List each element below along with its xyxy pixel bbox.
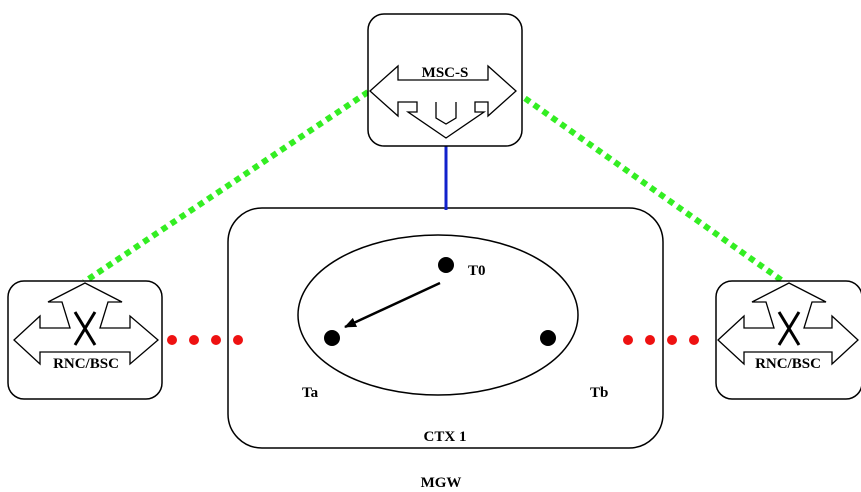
msc-s-switch-icon <box>369 64 517 139</box>
rnc-bsc-left-cross-icon <box>73 311 97 346</box>
bearer-link-right <box>623 335 699 345</box>
stream-arrow <box>344 281 441 329</box>
termination-ta-dot <box>324 330 340 346</box>
msc-s-label: MSC-S <box>422 65 469 81</box>
termination-t0-dot <box>438 257 454 273</box>
bearer-link-left <box>167 335 243 345</box>
signaling-link-left <box>82 89 370 285</box>
mgw-label: MGW <box>421 475 462 491</box>
rnc-bsc-right-switch-icon <box>717 282 859 366</box>
termination-tb-dot <box>540 330 556 346</box>
rnc-bsc-right-node: RNC/BSC <box>715 280 861 400</box>
rnc-bsc-left-node: RNC/BSC <box>7 280 163 400</box>
termination-tb-label: Tb <box>590 385 608 401</box>
termination-ta-label: Ta <box>302 385 319 401</box>
rnc-bsc-right-cross-icon <box>777 311 801 346</box>
rnc-bsc-right-label: RNC/BSC <box>755 356 821 372</box>
context-ellipse <box>297 234 579 396</box>
msc-s-node: MSC-S <box>367 13 523 147</box>
rnc-bsc-left-label: RNC/BSC <box>53 356 119 372</box>
context-label: CTX 1 <box>424 429 467 445</box>
termination-t0-label: T0 <box>468 263 486 279</box>
rnc-bsc-left-switch-icon <box>13 282 159 366</box>
